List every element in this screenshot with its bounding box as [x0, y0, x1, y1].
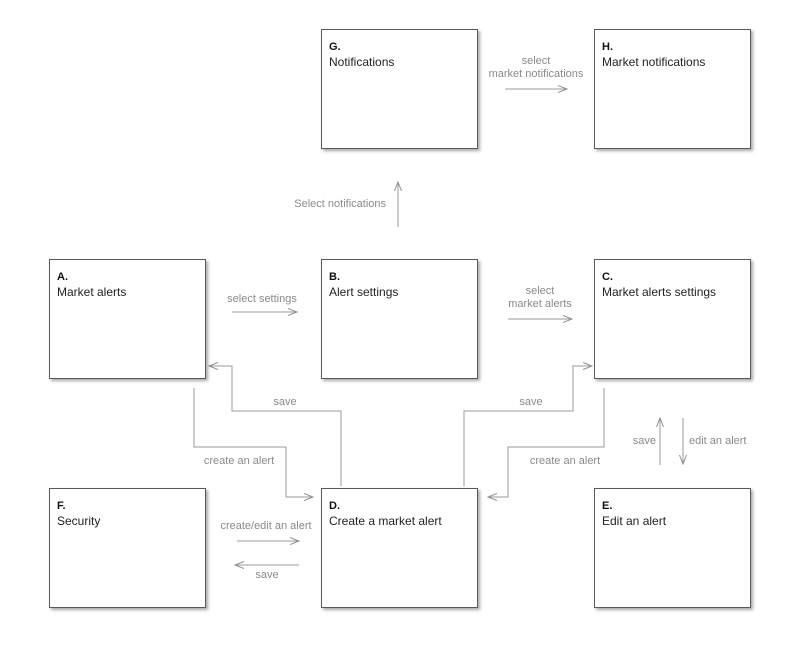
screen-letter: B.	[329, 271, 340, 283]
screen-title: Security	[57, 514, 101, 528]
screen-letter: F.	[57, 500, 66, 512]
label-d-to-f-save: save	[255, 569, 279, 581]
label-b-to-g: Select notifications	[294, 198, 386, 210]
screen-letter: G.	[329, 41, 341, 53]
screen-a-market-alerts: A. Market alerts	[49, 259, 206, 379]
arrow-a-to-d	[193, 388, 313, 497]
label-b-to-c: select market alerts	[508, 285, 572, 310]
screen-letter: A.	[57, 271, 68, 283]
label-d-to-a-save: save	[273, 396, 297, 408]
screen-title: Edit an alert	[602, 514, 667, 528]
screen-d-create-market-alert: D. Create a market alert	[321, 488, 478, 608]
arrow-c-to-d	[488, 388, 605, 497]
label-c-to-e: edit an alert	[689, 435, 747, 447]
screen-g-notifications: G. Notifications	[321, 29, 478, 149]
arrow-d-to-c-save	[463, 366, 592, 486]
label-f-to-d: create/edit an alert	[220, 520, 312, 532]
screen-title: Create a market alert	[329, 514, 442, 528]
screen-letter: H.	[602, 41, 613, 53]
screen-letter: E.	[602, 500, 613, 512]
label-d-to-c-save: save	[519, 396, 543, 408]
screen-title: Market notifications	[602, 55, 706, 69]
screen-title: Alert settings	[329, 285, 399, 299]
screen-c-market-alerts-settings: C. Market alerts settings	[594, 259, 751, 379]
screen-title: Market alerts	[57, 285, 127, 299]
screen-f-security: F. Security	[49, 488, 206, 608]
screen-e-edit-alert: E. Edit an alert	[594, 488, 751, 608]
screen-title: Market alerts settings	[602, 285, 717, 299]
label-g-to-h: select market notifications	[488, 55, 584, 80]
label-a-to-b: select settings	[227, 293, 297, 305]
label-e-to-c-save: save	[632, 435, 656, 447]
screen-b-alert-settings: B. Alert settings	[321, 259, 478, 379]
screen-title: Notifications	[329, 55, 395, 69]
label-a-to-d: create an alert	[203, 455, 275, 467]
screen-h-market-notifications: H. Market notifications	[594, 29, 751, 149]
arrow-d-to-a-save	[209, 366, 342, 486]
label-c-to-d: create an alert	[529, 455, 601, 467]
screen-letter: D.	[329, 500, 340, 512]
screen-letter: C.	[602, 271, 613, 283]
